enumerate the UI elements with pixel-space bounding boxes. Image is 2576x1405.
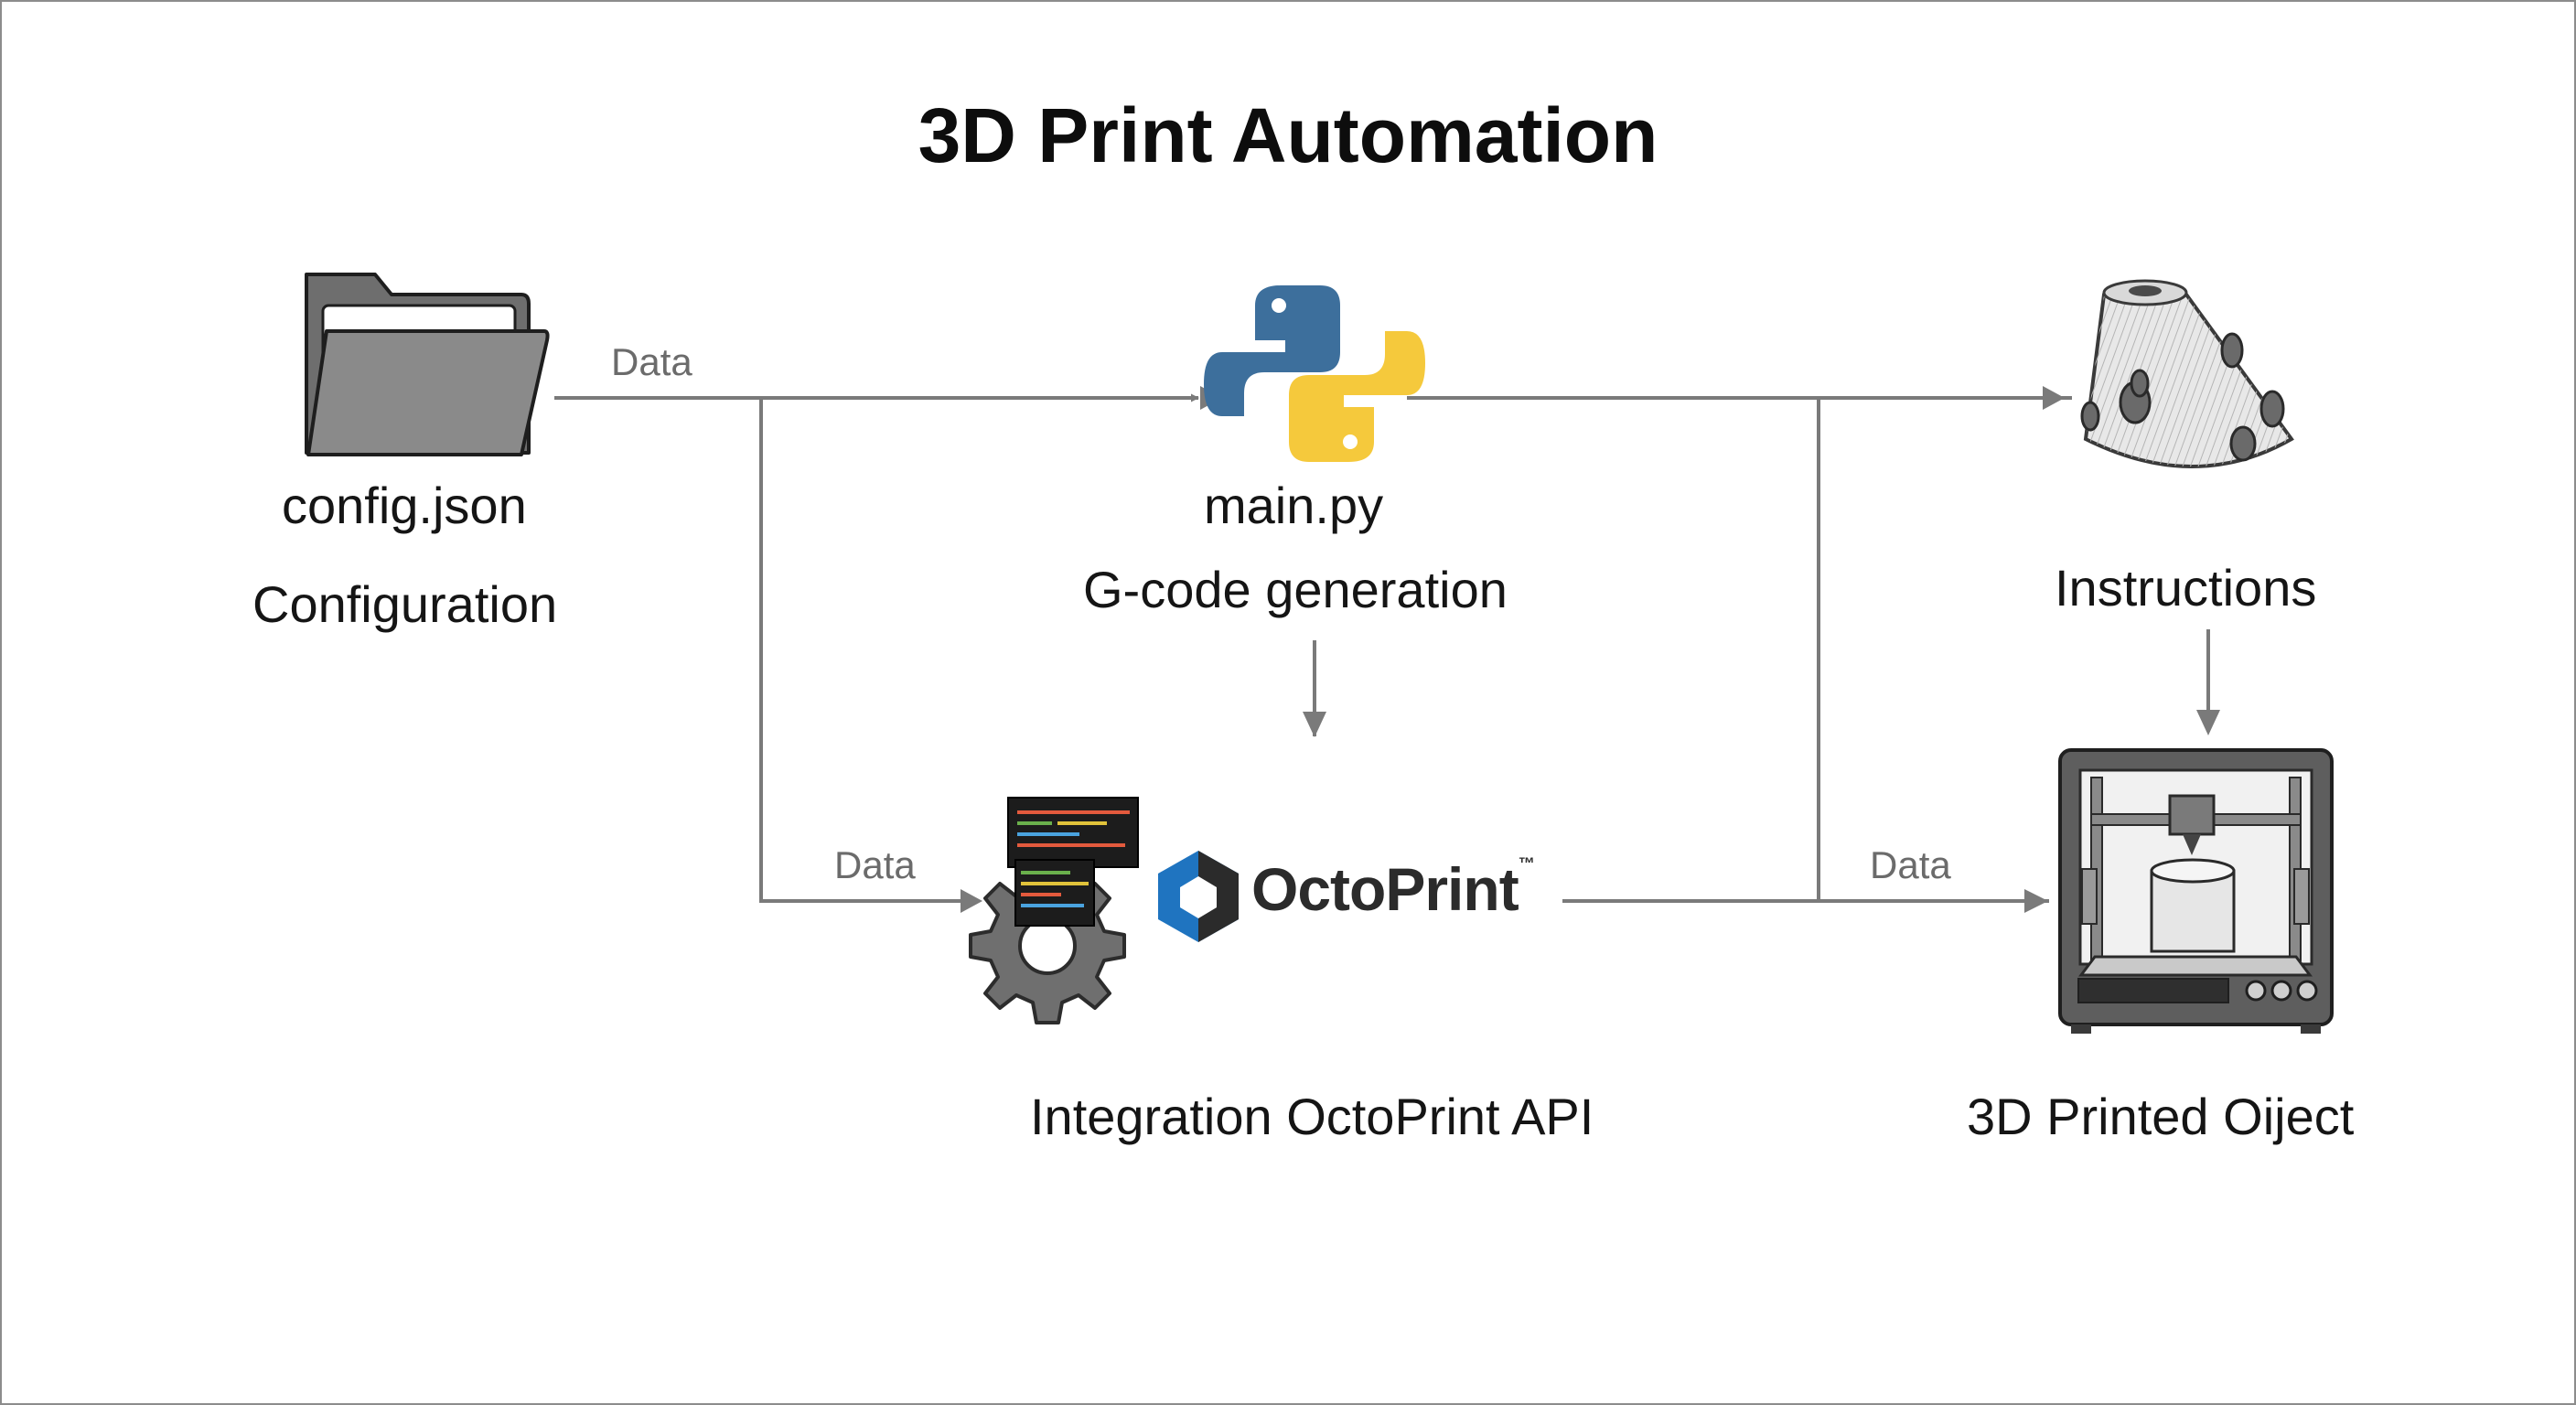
main-role-label: G-code generation (1083, 561, 1508, 618)
edge-label-config-to-main: Data (611, 340, 692, 383)
arrowhead (1303, 712, 1326, 737)
octoprint-wordmark: OctoPrint (1251, 855, 1519, 923)
printed-object-caption: 3D Printed Oiject (1967, 1088, 2355, 1145)
arrowhead (2043, 386, 2065, 410)
diagram-title: 3D Print Automation (918, 92, 1658, 178)
arrowhead (2196, 710, 2220, 735)
config-role-label: Configuration (252, 575, 558, 633)
octoprint-brand: OctoPrint™ (1251, 854, 1535, 924)
config-file-label: config.json (282, 477, 527, 534)
arrowhead (961, 889, 982, 913)
main-file-label: main.py (1204, 477, 1384, 534)
trademark-symbol: ™ (1518, 854, 1535, 873)
instructions-label: Instructions (2055, 559, 2317, 617)
arrowhead (2024, 889, 2048, 913)
arrow-config-to-octoprint (759, 398, 962, 903)
edge-label-octoprint-to-printer: Data (1870, 843, 1951, 886)
octoprint-caption: Integration OctoPrint API (1030, 1088, 1594, 1145)
edge-label-config-to-octoprint: Data (834, 843, 916, 886)
